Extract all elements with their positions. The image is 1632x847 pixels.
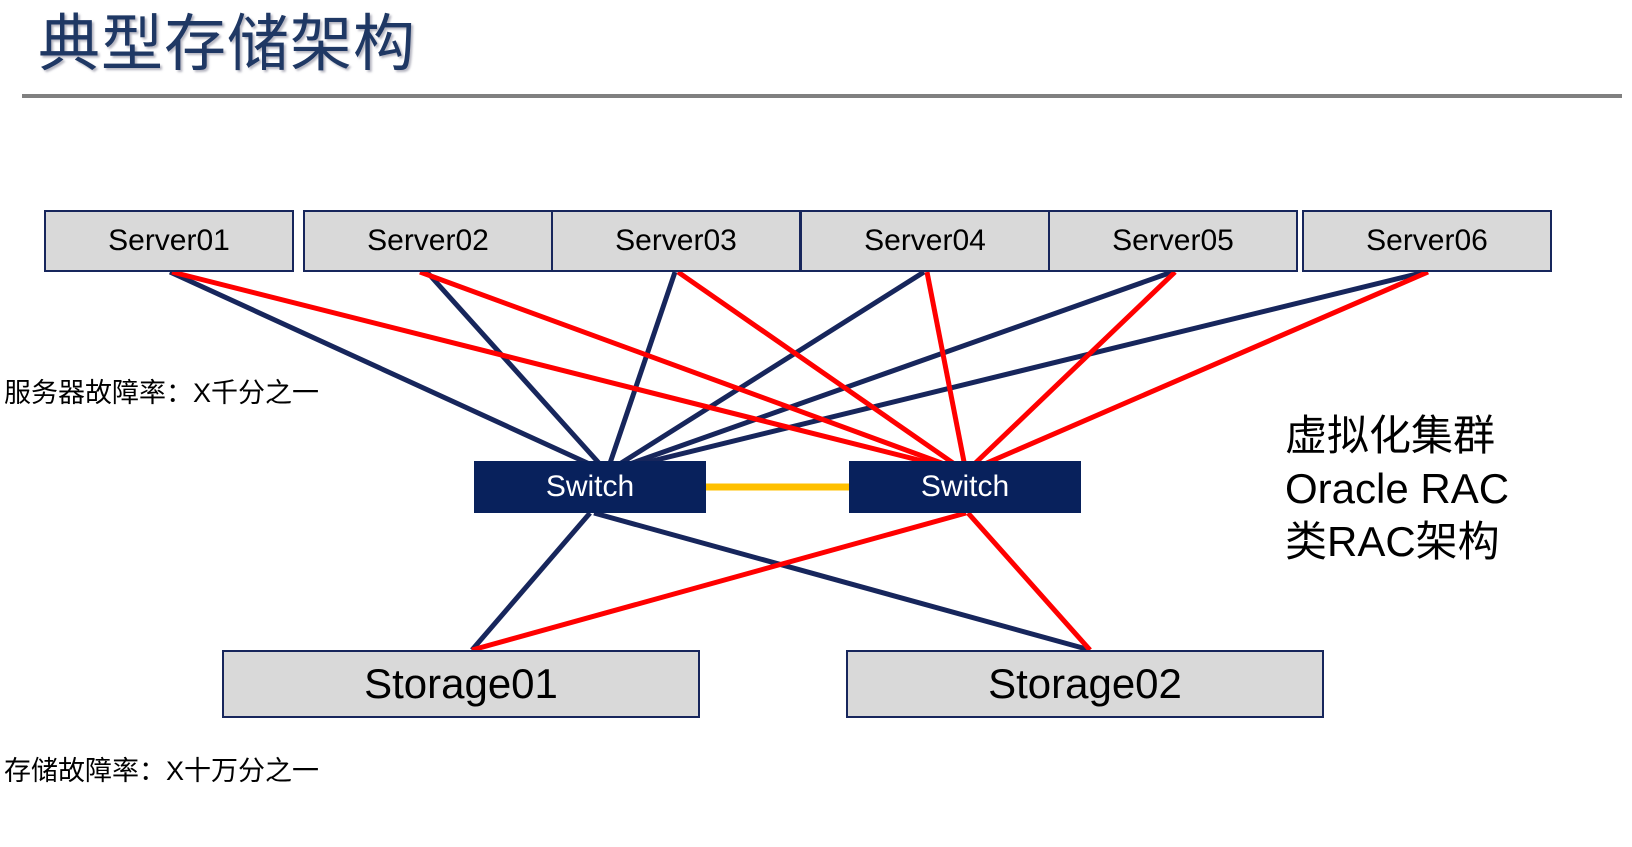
node-label: Server02 <box>367 224 489 257</box>
node-label: Server06 <box>1366 224 1488 257</box>
node-label: Switch <box>545 470 635 503</box>
node-label: Server03 <box>615 224 737 257</box>
link-server-to-switch-primary <box>606 269 1173 475</box>
link-server-to-switch-primary <box>604 271 678 473</box>
node-server-01[interactable]: Server01 <box>44 210 294 272</box>
note-storage-failure-rate: 存储故障率：X十万分之一 <box>4 756 320 786</box>
node-server-03[interactable]: Server03 <box>551 210 801 272</box>
node-storage-02[interactable]: Storage02 <box>846 650 1324 718</box>
link-server-to-switch-secondary <box>171 269 967 475</box>
node-server-04[interactable]: Server04 <box>800 210 1050 272</box>
link-switch-to-storage-secondary <box>471 510 967 653</box>
node-label: Server05 <box>1112 224 1234 257</box>
link-switch-to-storage-primary <box>470 511 592 652</box>
link-server-to-switch-secondary <box>965 269 1429 475</box>
node-label: Switch <box>920 470 1010 503</box>
node-server-02[interactable]: Server02 <box>303 210 553 272</box>
link-switch-to-storage-secondary <box>966 511 1092 652</box>
cluster-note-line-1: 虚拟化集群 <box>1285 412 1496 459</box>
note-server-failure-rate: 服务器故障率：X千分之一 <box>4 378 320 408</box>
node-label: Storage01 <box>364 660 558 707</box>
cluster-note-line-3: 类RAC架构 <box>1285 518 1500 565</box>
link-server-to-switch-secondary <box>676 269 968 475</box>
node-server-06[interactable]: Server06 <box>1302 210 1552 272</box>
link-switch-to-storage-primary <box>593 510 1091 653</box>
link-server-to-switch-secondary <box>964 270 1177 474</box>
link-server-to-switch-secondary <box>924 271 969 473</box>
link-server-to-switch-primary <box>605 269 926 475</box>
node-storage-01[interactable]: Storage01 <box>222 650 700 718</box>
link-server-to-switch-secondary <box>419 269 967 475</box>
link-server-to-switch-primary <box>168 269 609 475</box>
node-label: Storage02 <box>988 660 1182 707</box>
page-title: 典型存储架构 <box>38 10 417 79</box>
node-label: Server04 <box>864 224 986 257</box>
link-server-to-switch-primary <box>425 270 609 474</box>
node-switch-left[interactable]: Switch <box>474 461 706 513</box>
cluster-note-line-2: Oracle RAC <box>1285 465 1510 512</box>
node-switch-right[interactable]: Switch <box>849 461 1081 513</box>
node-server-05[interactable]: Server05 <box>1048 210 1298 272</box>
title-divider <box>22 94 1622 98</box>
node-label: Server01 <box>108 224 230 257</box>
link-server-to-switch-primary <box>606 269 1426 475</box>
cluster-notes: 虚拟化集群 Oracle RAC 类RAC架构 <box>1285 409 1509 568</box>
